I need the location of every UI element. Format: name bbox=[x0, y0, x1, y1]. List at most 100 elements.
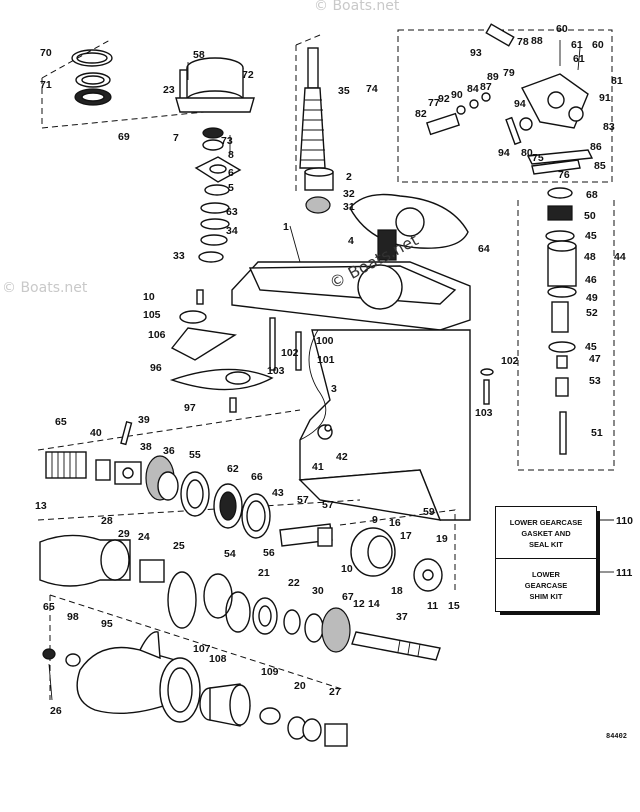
callout-3: 3 bbox=[331, 383, 337, 395]
callout-55: 55 bbox=[189, 449, 201, 461]
callout-75: 75 bbox=[532, 152, 544, 164]
callout-100: 100 bbox=[316, 335, 334, 347]
watermark: © Boats.net bbox=[2, 280, 88, 296]
callout-60: 60 bbox=[556, 23, 568, 35]
callout-106: 106 bbox=[148, 329, 166, 341]
cotter-99[interactable] bbox=[48, 663, 53, 701]
plug-42[interactable] bbox=[324, 424, 332, 432]
screw-10[interactable] bbox=[196, 289, 204, 305]
callout-86: 86 bbox=[590, 141, 602, 153]
stud-101[interactable] bbox=[295, 331, 302, 371]
callout-73: 73 bbox=[221, 135, 233, 147]
nut-98[interactable] bbox=[42, 648, 56, 660]
callout-95: 95 bbox=[101, 618, 113, 630]
callout-23: 23 bbox=[163, 84, 175, 96]
callout-83: 83 bbox=[603, 121, 615, 133]
prop-shaft-65b[interactable] bbox=[351, 631, 441, 661]
callout-4: 4 bbox=[348, 235, 354, 247]
plate-6[interactable] bbox=[194, 156, 242, 183]
callout-13: 13 bbox=[35, 500, 47, 512]
seal-66[interactable] bbox=[241, 493, 271, 539]
bearing-25[interactable] bbox=[139, 559, 165, 583]
gaskets[interactable] bbox=[198, 184, 230, 263]
callout-71: 71 bbox=[40, 79, 52, 91]
callout-101: 101 bbox=[317, 354, 335, 366]
washer-20[interactable] bbox=[259, 707, 281, 725]
callout-64: 64 bbox=[478, 243, 490, 255]
callout-11: 11 bbox=[427, 600, 438, 612]
callout-65: 65 bbox=[43, 601, 55, 613]
callout-12: 12 bbox=[353, 598, 365, 610]
callout-98: 98 bbox=[67, 611, 79, 623]
washer-102b[interactable] bbox=[480, 368, 494, 376]
bearing-housing-24[interactable] bbox=[39, 534, 131, 587]
washer-95[interactable] bbox=[65, 653, 81, 667]
bearing-55[interactable] bbox=[180, 471, 210, 517]
driveshaft-35[interactable] bbox=[299, 47, 326, 169]
callout-72: 72 bbox=[242, 69, 254, 81]
shift-rod-column[interactable] bbox=[545, 187, 577, 455]
shim-kit-box[interactable]: LOWER GEARCASE SHIM KIT bbox=[495, 558, 597, 612]
washer-27b[interactable] bbox=[302, 718, 322, 742]
callout-79: 79 bbox=[503, 67, 515, 79]
washer-22[interactable] bbox=[252, 597, 278, 635]
callout-60: 60 bbox=[592, 39, 604, 51]
callout-102: 102 bbox=[501, 355, 519, 367]
callout-48: 48 bbox=[584, 251, 596, 263]
callout-40: 40 bbox=[90, 427, 102, 439]
plate-15[interactable] bbox=[413, 558, 443, 592]
prop-shaft-65[interactable] bbox=[45, 451, 87, 479]
washer-30[interactable] bbox=[283, 609, 301, 635]
propeller-107[interactable] bbox=[76, 631, 201, 723]
callout-88: 88 bbox=[531, 35, 543, 47]
part-4[interactable] bbox=[377, 229, 397, 261]
callout-30: 30 bbox=[312, 585, 324, 597]
anode-96[interactable] bbox=[169, 368, 274, 391]
lower-gearcase-1[interactable] bbox=[231, 261, 471, 521]
callout-33: 33 bbox=[173, 250, 185, 262]
seal-67[interactable] bbox=[304, 613, 324, 643]
hub-109[interactable] bbox=[199, 683, 251, 727]
callout-34: 34 bbox=[226, 225, 238, 237]
callout-80: 80 bbox=[521, 147, 533, 159]
bearing-2[interactable] bbox=[304, 167, 334, 191]
clutch-38[interactable] bbox=[114, 461, 142, 485]
retainer-21b[interactable] bbox=[225, 591, 251, 633]
callout-14: 14 bbox=[368, 598, 380, 610]
shift-shaft-56[interactable] bbox=[279, 523, 333, 547]
callout-25: 25 bbox=[173, 540, 185, 552]
callout-35: 35 bbox=[338, 85, 350, 97]
gear-36[interactable] bbox=[145, 455, 179, 501]
bushing-40[interactable] bbox=[95, 459, 111, 481]
screw-103b[interactable] bbox=[483, 379, 490, 405]
callout-77: 77 bbox=[428, 97, 440, 109]
pin-39[interactable] bbox=[120, 420, 133, 446]
seal-7[interactable] bbox=[202, 127, 224, 151]
screw-97[interactable] bbox=[229, 397, 237, 413]
callout-89: 89 bbox=[487, 71, 499, 83]
bearing-62[interactable] bbox=[213, 483, 243, 529]
drawing-number: 84402 bbox=[606, 733, 628, 741]
housing-16[interactable] bbox=[350, 527, 396, 577]
callout-44: 44 bbox=[614, 251, 626, 263]
retainer-21[interactable] bbox=[203, 573, 233, 619]
screw-103[interactable] bbox=[269, 317, 276, 371]
gear-32[interactable] bbox=[305, 196, 331, 214]
gasket-seal-kit-box[interactable]: LOWER GEARCASE GASKET AND SEAL KIT bbox=[495, 506, 597, 560]
trim-tab-106[interactable] bbox=[170, 327, 237, 361]
callout-1: 1 bbox=[283, 221, 289, 233]
seal-70[interactable] bbox=[71, 49, 113, 67]
shift-assembly[interactable] bbox=[425, 23, 594, 175]
callout-28: 28 bbox=[101, 515, 113, 527]
nut-26[interactable] bbox=[324, 723, 348, 747]
pump-housing-58[interactable] bbox=[175, 57, 255, 113]
o-ring-54[interactable] bbox=[167, 571, 197, 629]
gear-37[interactable] bbox=[321, 607, 351, 653]
callout-49: 49 bbox=[586, 292, 598, 304]
plate-105[interactable] bbox=[179, 310, 207, 324]
callout-76: 76 bbox=[558, 169, 570, 181]
seal-71[interactable] bbox=[74, 72, 112, 106]
callout-38: 38 bbox=[140, 441, 152, 453]
